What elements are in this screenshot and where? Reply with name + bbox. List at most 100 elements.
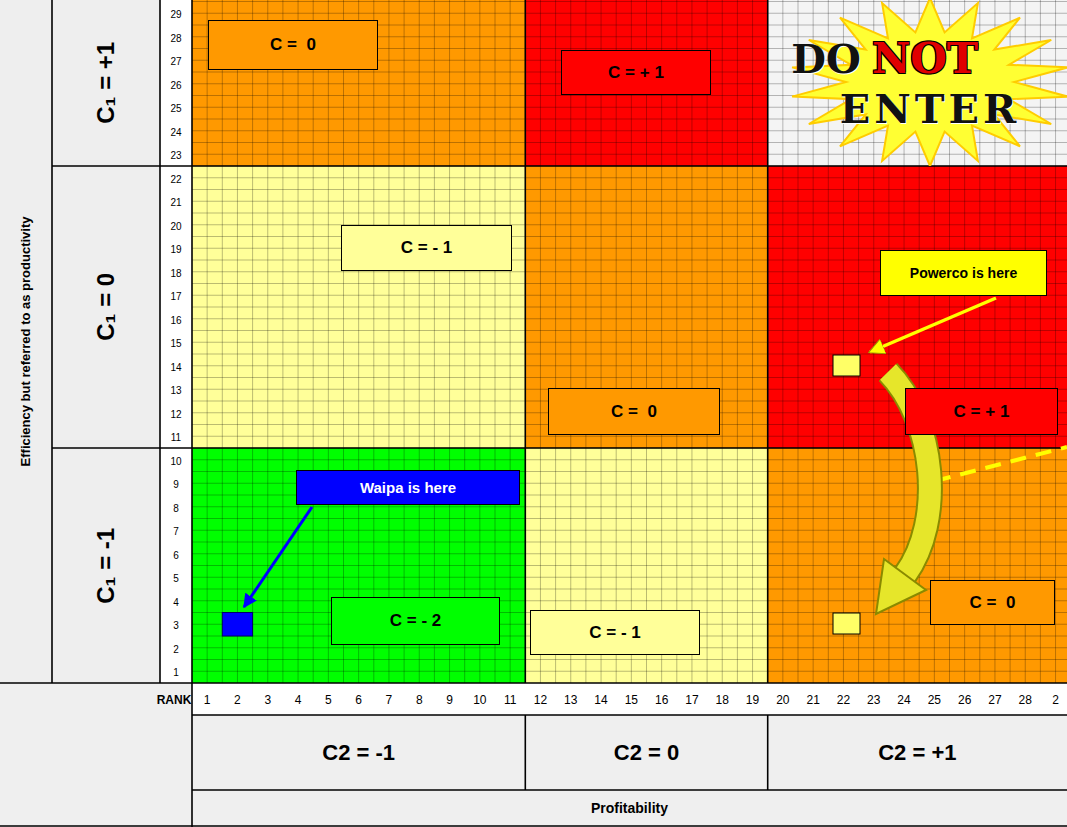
axis-title: Profitability xyxy=(192,790,1067,826)
rank-number-holder: 22 xyxy=(837,690,850,708)
grid-line xyxy=(722,0,723,683)
grid-line xyxy=(661,0,662,683)
rank-number: 3 xyxy=(264,693,271,707)
rank-number-holder: 7 xyxy=(386,690,393,708)
row-number-holder: 6 xyxy=(173,545,179,563)
row-number-holder: 28 xyxy=(170,28,181,46)
score-box: C = 0 xyxy=(208,20,378,70)
rank-number-holder: 18 xyxy=(716,690,729,708)
border-line xyxy=(0,825,1067,827)
box-label: C2 = -1 xyxy=(322,740,395,765)
row-number: 21 xyxy=(170,197,181,208)
rank-number: 7 xyxy=(386,693,393,707)
rank-number: 9 xyxy=(446,693,453,707)
axis-band-label: C₁ = +1 xyxy=(52,0,160,166)
score-box: C = - 2 xyxy=(331,597,500,645)
row-number-holder: 29 xyxy=(170,4,181,22)
box-label: C = - 1 xyxy=(401,238,453,258)
row-number: 24 xyxy=(170,127,181,138)
score-box: C = + 1 xyxy=(905,388,1058,435)
row-number-holder: 2 xyxy=(173,639,179,657)
row-number-holder: 26 xyxy=(170,75,181,93)
row-number: 3 xyxy=(173,620,179,631)
grid-line xyxy=(192,565,1067,566)
grid-line xyxy=(192,224,1067,225)
grid-line xyxy=(540,0,541,683)
row-number-holder: 11 xyxy=(171,427,181,445)
row-number: 19 xyxy=(170,244,181,255)
rank-number-holder: 20 xyxy=(776,690,789,708)
grid-line xyxy=(691,0,692,683)
do-not-enter-sign xyxy=(792,0,1067,166)
grid-line xyxy=(449,0,450,683)
rank-number-holder: 8 xyxy=(416,690,423,708)
leader-arrow xyxy=(870,298,996,352)
grid-line xyxy=(192,236,1067,237)
box-label: C = 0 xyxy=(970,593,1016,613)
grid-line xyxy=(464,0,465,683)
box-label: C = + 1 xyxy=(608,63,664,83)
rank-number-holder: 4 xyxy=(295,690,302,708)
score-box: C = 0 xyxy=(930,580,1055,625)
dashed-line xyxy=(935,447,1067,481)
rank-number: 21 xyxy=(806,693,819,707)
row-number: 26 xyxy=(170,80,181,91)
grid-line xyxy=(358,0,359,683)
row-number-holder: 21 xyxy=(170,192,181,210)
grid-line xyxy=(752,0,753,683)
powerco-marker xyxy=(833,355,860,376)
rank-number: 26 xyxy=(958,693,971,707)
row-number-holder: 16 xyxy=(170,310,181,328)
rank-number: 8 xyxy=(416,693,423,707)
rank-number: 18 xyxy=(716,693,729,707)
axis-title: Efficiency but referred to as productivi… xyxy=(0,0,52,683)
box-label: C = 0 xyxy=(270,35,316,55)
rank-number: 27 xyxy=(988,693,1001,707)
grid-line xyxy=(328,0,329,683)
axis-panel xyxy=(52,0,160,683)
border-line xyxy=(192,714,1067,716)
rank-number-holder: 23 xyxy=(867,690,880,708)
row-number: 17 xyxy=(170,291,181,302)
row-number-holder: 17 xyxy=(170,286,181,304)
rank-number: 2 xyxy=(234,693,241,707)
box-label: Profitability xyxy=(591,800,668,816)
row-number: 10 xyxy=(170,456,181,467)
grid-line xyxy=(434,0,435,683)
border-line xyxy=(192,789,1067,791)
grid-line xyxy=(192,201,1067,202)
grid-line xyxy=(252,0,253,683)
row-number-holder: 7 xyxy=(173,521,179,539)
score-box: C = 0 xyxy=(548,388,720,435)
grid-line xyxy=(192,342,1067,343)
border-line xyxy=(524,0,526,683)
row-number-holder: 15 xyxy=(170,333,181,351)
rank-number: 10 xyxy=(473,693,486,707)
grid-line xyxy=(282,0,283,683)
row-number-holder: 14 xyxy=(170,357,181,375)
rank-number: 24 xyxy=(897,693,910,707)
grid-line xyxy=(767,0,768,683)
row-number-holder: 1 xyxy=(173,662,179,680)
row-number-holder: 12 xyxy=(170,404,181,422)
rank-number: 19 xyxy=(746,693,759,707)
rank-number: 12 xyxy=(534,693,547,707)
grid-line xyxy=(813,0,814,683)
box-label: C2 = 0 xyxy=(614,740,679,765)
row-number-holder: 25 xyxy=(170,98,181,116)
grid-line xyxy=(192,553,1067,554)
rank-number-holder: 26 xyxy=(958,690,971,708)
axis-caption-holder: RANK xyxy=(157,690,192,708)
box-label: C = - 1 xyxy=(589,623,641,643)
border-line xyxy=(524,715,526,790)
row-number: 4 xyxy=(173,597,179,608)
box-label: C = + 1 xyxy=(954,402,1010,422)
grid-line xyxy=(676,0,677,683)
row-number-column xyxy=(160,0,192,683)
grid-line xyxy=(192,1,1067,2)
row-number: 15 xyxy=(170,338,181,349)
border-line xyxy=(191,0,193,827)
grid-line xyxy=(495,0,496,683)
grid-line xyxy=(1055,0,1056,683)
